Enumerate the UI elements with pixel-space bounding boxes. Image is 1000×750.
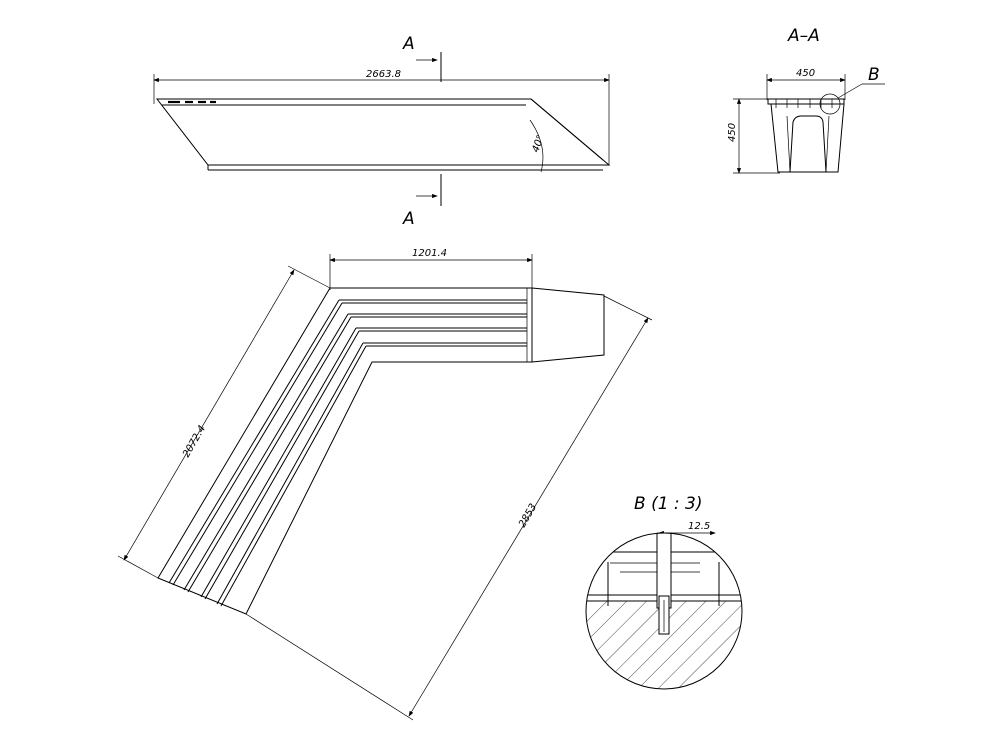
dim-left-length: 2072.4: [181, 424, 208, 460]
dim-top-length: 1201.4: [412, 248, 447, 259]
section-marker-bottom: A: [402, 209, 415, 229]
section-view: A–A 450 450 B: [727, 26, 885, 174]
side-view: 2663.8 40° A A: [153, 34, 611, 229]
dim-section-height: 450: [727, 123, 738, 142]
section-title: A–A: [787, 26, 820, 46]
detail-view: B (1 : 3) 12.5: [585, 494, 743, 690]
detail-callout: B: [868, 65, 880, 85]
section-marker-top: A: [402, 34, 415, 54]
dim-diagonal: 2853: [517, 502, 539, 530]
dim-section-width: 450: [796, 68, 815, 79]
plan-view: 1201.4: [117, 248, 653, 721]
dim-side-length: 2663.8: [366, 69, 401, 80]
detail-title: B (1 : 3): [634, 494, 703, 514]
dim-angle: 40°: [530, 134, 546, 154]
dim-detail-width: 12.5: [688, 521, 710, 532]
